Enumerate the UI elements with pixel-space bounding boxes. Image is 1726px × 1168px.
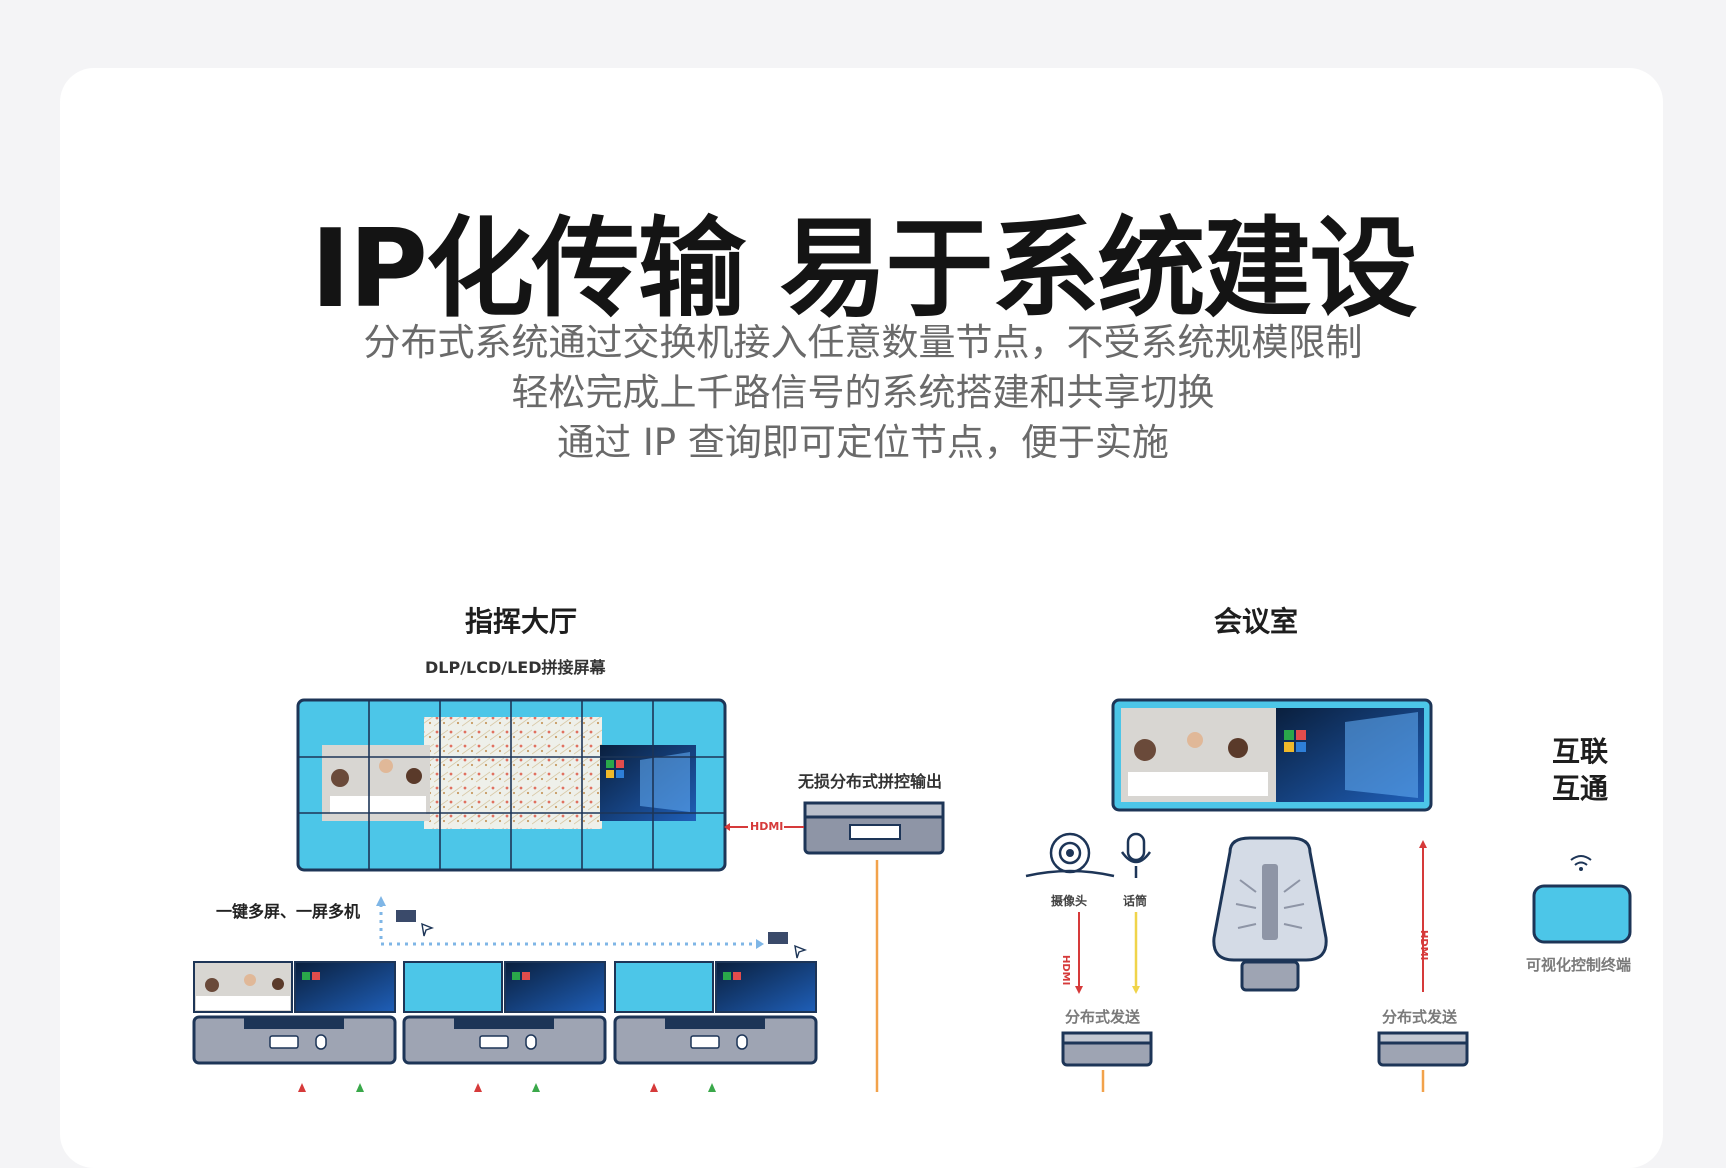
video-wall bbox=[296, 698, 727, 872]
mic-label: 话筒 bbox=[1123, 894, 1148, 908]
interconnect-title-2: 互通 bbox=[1552, 772, 1609, 805]
hdmi-camera-line bbox=[1075, 912, 1083, 994]
wifi-icon bbox=[1570, 855, 1592, 871]
meeting-room-title: 会议室 bbox=[1214, 605, 1299, 638]
control-terminal bbox=[1532, 884, 1632, 944]
subtitle-line-2: 轻松完成上千路信号的系统搭建和共享切换 bbox=[511, 371, 1215, 414]
cursor-icon bbox=[396, 910, 435, 937]
workstation bbox=[192, 961, 397, 1065]
terminal-label: 可视化控制终端 bbox=[1526, 956, 1632, 974]
kvm-label: 一键多屏、一屏多机 bbox=[216, 902, 361, 921]
video-wall-grid bbox=[298, 700, 725, 870]
subtitle-line-1: 分布式系统通过交换机接入任意数量节点，不受系统规模限制 bbox=[363, 321, 1363, 364]
hdmi-output-label: HDMI bbox=[750, 820, 784, 833]
hdmi-output-arrow bbox=[724, 823, 804, 831]
command-hall-title: 指挥大厅 bbox=[465, 605, 578, 638]
meeting-room-display bbox=[1111, 698, 1433, 812]
interconnect-title-1: 互联 bbox=[1552, 735, 1609, 768]
audio-line bbox=[1132, 912, 1140, 994]
system-diagram bbox=[192, 698, 1632, 1092]
distributed-sender-right bbox=[1377, 1031, 1469, 1067]
workstation bbox=[613, 961, 818, 1065]
sender-label-right: 分布式发送 bbox=[1382, 1008, 1458, 1026]
output-label: 无损分布式拼控输出 bbox=[798, 772, 943, 791]
workstation bbox=[402, 961, 607, 1065]
distributed-output-box bbox=[803, 801, 945, 855]
camera-icon bbox=[1025, 832, 1115, 878]
camera-label: 摄像头 bbox=[1051, 894, 1088, 908]
video-wall-map bbox=[424, 717, 602, 829]
hdmi-right-line bbox=[1419, 840, 1427, 992]
signal-arrows bbox=[298, 1083, 716, 1092]
subtitle-line-3: 通过 IP 查询即可定位节点，便于实施 bbox=[557, 421, 1169, 464]
microphone-icon bbox=[1120, 832, 1152, 878]
screen-type-label: DLP/LCD/LED拼接屏幕 bbox=[425, 658, 606, 677]
cursor-icon bbox=[768, 932, 808, 959]
distributed-sender-left bbox=[1061, 1031, 1153, 1067]
kvm-dotted-arrow bbox=[376, 896, 764, 949]
page-title: IP化传输 易于系统建设 bbox=[310, 207, 1418, 332]
sender-label-left: 分布式发送 bbox=[1065, 1008, 1141, 1026]
conference-microphone-icon bbox=[1212, 836, 1328, 992]
